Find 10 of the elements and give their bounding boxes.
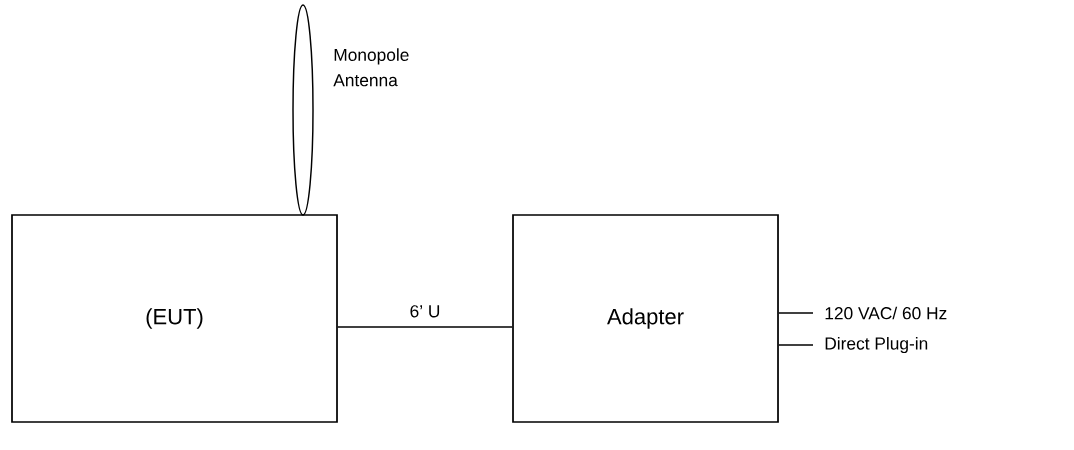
antenna-label: Monopole Antenna — [333, 48, 409, 87]
power-label: 120 VAC/ 60 Hz — [825, 306, 947, 320]
cable-line — [778, 344, 814, 346]
cable-line — [337, 326, 513, 328]
device-box: (EUT) — [11, 214, 338, 423]
cable-line — [778, 312, 814, 314]
edge-label: 6’ U — [410, 305, 440, 318]
device-box: Adapter — [512, 214, 779, 423]
antenna-symbol — [292, 4, 314, 216]
power-label: Direct Plug-in — [825, 336, 928, 354]
